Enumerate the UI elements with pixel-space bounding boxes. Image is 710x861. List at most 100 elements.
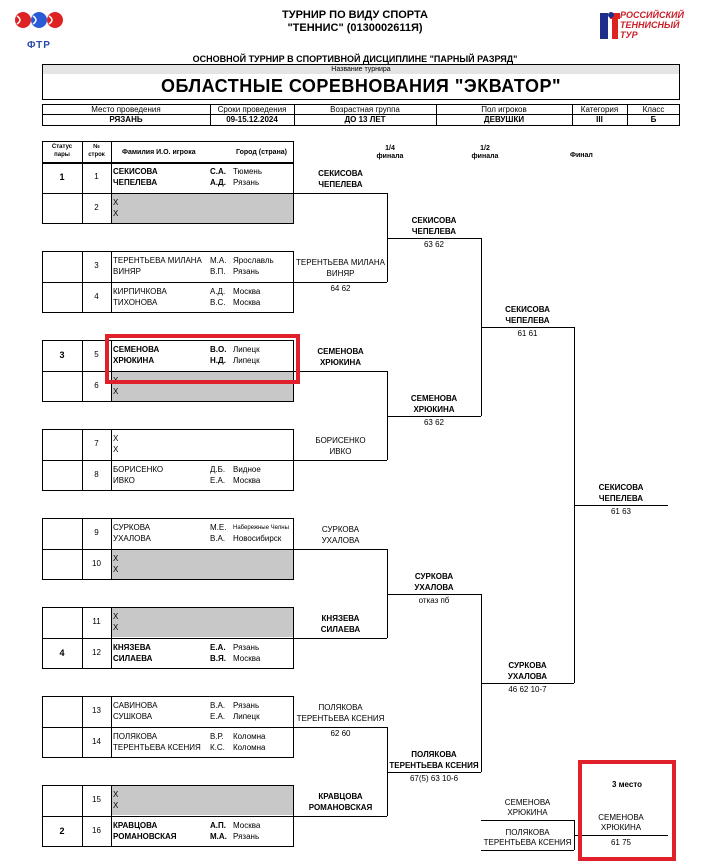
row-number: 13 xyxy=(92,706,101,715)
row-player-2: Х xyxy=(113,565,119,574)
row-number: 10 xyxy=(92,559,101,568)
row-player-2: ВИНЯР xyxy=(113,267,141,276)
sf-score: 61 61 xyxy=(517,329,538,338)
row-player-1: Х xyxy=(113,790,119,799)
third-p2-a: ПОЛЯКОВА xyxy=(505,828,550,837)
col-num: № строк xyxy=(82,143,111,159)
third-p1-b: ХРЮКИНА xyxy=(507,808,548,817)
highlight-box-pair-5 xyxy=(105,334,300,384)
row-initials-1: М.Е. xyxy=(210,523,227,532)
row-city-2: Рязань xyxy=(233,267,260,276)
info-label-2: Возрастная группа xyxy=(330,105,400,114)
row-status: 3 xyxy=(59,350,65,360)
row-initials-2: В.П. xyxy=(210,267,226,276)
third-winner-a: СЕМЕНОВА xyxy=(598,813,644,822)
info-value-2: ДО 13 ЛЕТ xyxy=(344,115,386,124)
bye-cell xyxy=(112,786,293,815)
qf-winner-b: ЧЕПЕЛЕВА xyxy=(411,227,457,236)
row-number: 3 xyxy=(94,261,99,270)
r1-winner-b: ХРЮКИНА xyxy=(319,358,362,367)
col-final: Финал xyxy=(570,152,593,159)
row-player-1: КРАВЦОВА xyxy=(113,821,158,830)
col-city: Город (страна) xyxy=(236,149,288,156)
final-score: 61 63 xyxy=(610,507,632,516)
info-label-1: Сроки проведения xyxy=(217,105,287,114)
row-number: 14 xyxy=(92,737,101,746)
row-city-2: Москва xyxy=(233,476,261,485)
sf-winner-a: СУРКОВА xyxy=(508,661,547,670)
row-city-1: Рязань xyxy=(233,701,260,710)
row-initials-2: А.Д. xyxy=(210,178,226,187)
row-number: 8 xyxy=(94,470,99,479)
row-initials-1: В.А. xyxy=(210,701,226,710)
row-city-1: Видное xyxy=(233,465,261,474)
col-qf-1: 1/4 xyxy=(385,145,395,152)
third-p2-b: ТЕРЕНТЬЕВА КСЕНИЯ xyxy=(483,838,572,847)
col-sf-1: 1/2 xyxy=(480,145,490,152)
qf-winner-b: ТЕРЕНТЬЕВА КСЕНИЯ xyxy=(389,761,479,770)
row-initials-2: К.С. xyxy=(210,743,225,752)
row-city-2: Рязань xyxy=(233,178,260,187)
r1-winner-a: СЕКИСОВА xyxy=(318,169,363,178)
r1-winner-a: КНЯЗЕВА xyxy=(321,614,360,623)
row-player-1: Х xyxy=(113,554,119,563)
row-status: 2 xyxy=(59,826,65,836)
r1-winner-a: ПОЛЯКОВА xyxy=(318,703,363,712)
qf-score: 67(5) 63 10-6 xyxy=(409,774,459,783)
row-player-2: Х xyxy=(113,623,119,632)
row-initials-1: А.П. xyxy=(210,821,226,830)
row-number: 4 xyxy=(94,292,99,301)
info-label-5: Класс xyxy=(642,105,665,114)
r1-winner-b: ИВКО xyxy=(329,447,352,456)
r1-winner-b: ТЕРЕНТЬЕВА КСЕНИЯ xyxy=(296,714,385,723)
row-initials-1: В.О. xyxy=(210,345,227,354)
row-number: 16 xyxy=(92,826,101,835)
r1-winner-a: СУРКОВА xyxy=(321,525,360,534)
info-value-1: 09-15.12.2024 xyxy=(226,115,278,124)
row-city-2: Коломна xyxy=(233,743,266,752)
row-city-1: Коломна xyxy=(233,732,266,741)
col-num-1: № xyxy=(93,144,100,150)
row-initials-1: С.А. xyxy=(210,167,226,176)
row-city-2: Липецк xyxy=(233,356,260,365)
row-player-1: СЕМЕНОВА xyxy=(113,345,160,354)
qf-score: отказ пб xyxy=(418,596,450,605)
info-value-4: III xyxy=(596,115,603,124)
col-num-2: строк xyxy=(88,152,105,158)
row-initials-2: В.А. xyxy=(210,534,226,543)
info-value-3: ДЕВУШКИ xyxy=(483,115,525,124)
row-initials-2: Е.А. xyxy=(210,476,226,485)
r1-winner-b: РОМАНОВСКАЯ xyxy=(308,803,373,812)
row-number: 2 xyxy=(94,203,99,212)
r1-winner-b: ЧЕПЕЛЕВА xyxy=(318,180,363,189)
qf-score: 63 62 xyxy=(423,418,445,427)
row-number: 11 xyxy=(92,617,101,626)
bye-cell xyxy=(112,550,293,579)
info-table xyxy=(42,104,680,126)
rtt-line-2: ТЕННИСНЫЙ xyxy=(620,20,680,30)
row-initials-2: Е.А. xyxy=(210,712,226,721)
row-player-1: САВИНОВА xyxy=(113,701,158,710)
info-value-5: Б xyxy=(650,115,657,124)
r1-winner-a: БОРИСЕНКО xyxy=(315,436,366,445)
row-player-2: СУШКОВА xyxy=(113,712,153,721)
row-initials-1: Д.Б. xyxy=(210,465,226,474)
ftr-logo: ФТР xyxy=(14,6,64,51)
qf-winner-b: УХАЛОВА xyxy=(414,583,454,592)
row-number: 6 xyxy=(94,381,99,390)
col-sf-2: финала xyxy=(471,153,499,160)
third-score: 61 75 xyxy=(610,838,632,847)
row-player-2: УХАЛОВА xyxy=(113,534,151,543)
ftr-logo-text: ФТР xyxy=(27,40,51,51)
row-player-2: Х xyxy=(113,445,119,454)
r1-winner-b: СИЛАЕВА xyxy=(320,625,361,634)
row-city-1: Набережные Челны xyxy=(233,525,289,531)
row-city-2: Липецк xyxy=(233,712,260,721)
row-player-1: Х xyxy=(113,198,119,207)
qf-winner-a: ПОЛЯКОВА xyxy=(411,750,457,759)
row-initials-1: М.А. xyxy=(210,256,227,265)
row-initials-2: В.Я. xyxy=(210,654,226,663)
col-status-2: пары xyxy=(54,152,70,158)
